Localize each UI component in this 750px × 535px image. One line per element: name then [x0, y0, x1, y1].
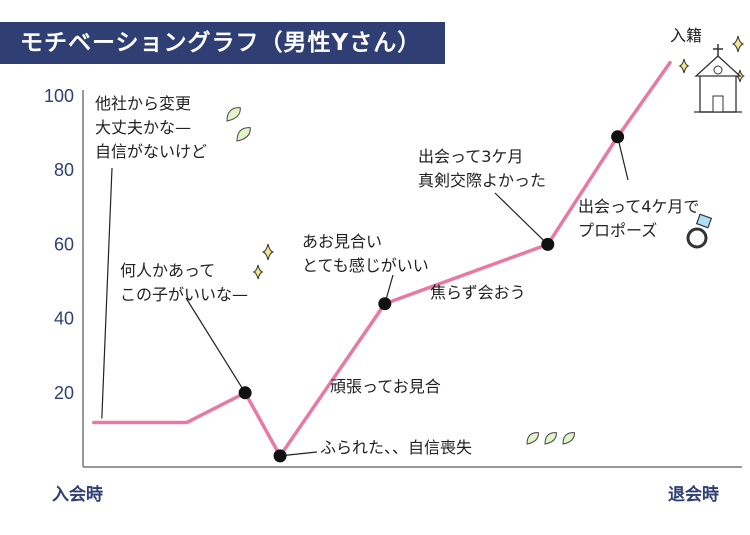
y-tick-label: 80: [54, 160, 74, 180]
ring-gem-icon: [695, 213, 713, 229]
data-point: [273, 449, 287, 463]
annotation-found-someone: 何人かあって この子がいいな—: [120, 261, 249, 304]
leaf-icon: [226, 107, 241, 122]
annotation-3-months: 出会って3ケ月 真剣交際よかった: [418, 147, 547, 190]
leaf-icon: [526, 432, 539, 445]
data-point: [378, 297, 392, 311]
annotation-other-company: 他社から変更 大丈夫かな— 自信がないけど: [95, 94, 208, 161]
annotation-try-omiai: 頑張ってお見合: [330, 377, 441, 396]
leader-line: [101, 167, 113, 419]
chart-title: モチベーショングラフ（男性Yさん）: [20, 30, 422, 56]
annotation-no-hurry: 焦らず会おう: [430, 283, 526, 302]
annotation-rejected: ふられた、、自信喪失: [320, 438, 473, 457]
series-line: [92, 60, 672, 458]
leader-line: [494, 192, 549, 245]
annotation-good-omiai: あお見合い とても感じがいい: [302, 232, 429, 275]
leaf-icon: [236, 127, 251, 142]
data-point: [238, 386, 252, 400]
leader-line: [617, 136, 629, 181]
y-tick-label: 40: [54, 309, 74, 329]
church-window-icon: [713, 65, 723, 75]
leaf-icon: [562, 432, 575, 445]
ring-icon: [686, 227, 708, 249]
sparkle-icon: [678, 58, 690, 74]
y-tick-label: 100: [44, 86, 74, 106]
sparkle-icon: [261, 243, 275, 261]
y-tick-label: 20: [54, 383, 74, 403]
leader-line: [185, 297, 246, 394]
sparkle-icon: [731, 35, 745, 53]
annotation-proposal: 出会って4ケ月で プロポーズ: [578, 197, 700, 240]
y-tick-label: 60: [54, 234, 74, 254]
x-label-end: 退会時: [668, 485, 719, 505]
data-point: [541, 237, 555, 251]
x-label-start: 入会時: [52, 485, 103, 505]
sparkle-icon: [252, 264, 264, 280]
data-point: [611, 130, 625, 144]
church-door-icon: [712, 95, 724, 113]
annotation-marriage: 入籍: [670, 26, 703, 45]
leaf-icon: [544, 432, 557, 445]
title-band: [0, 22, 445, 64]
